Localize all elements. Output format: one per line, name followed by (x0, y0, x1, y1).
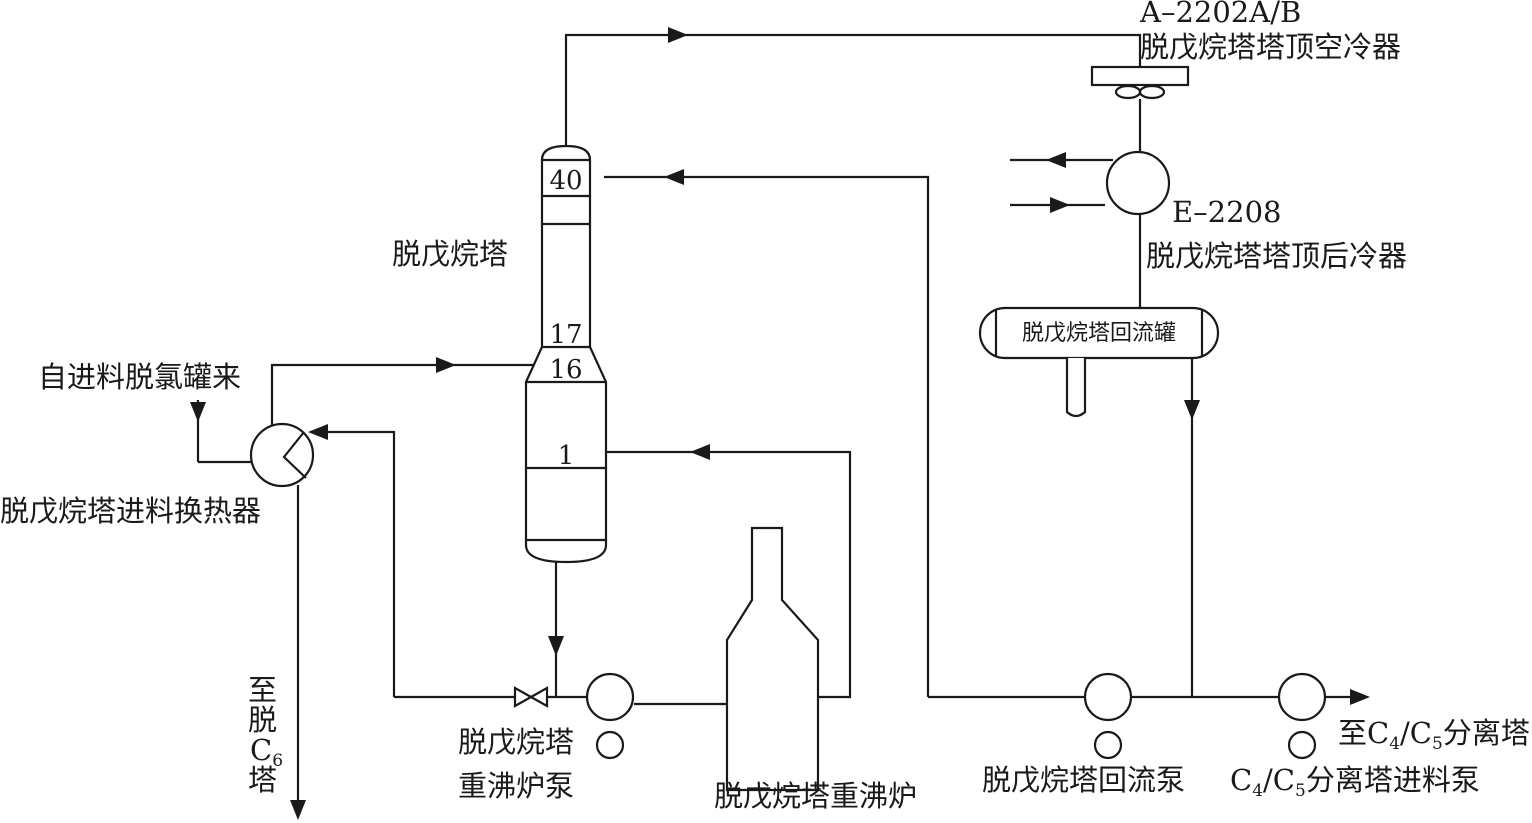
feed-source-label: 自进料脱氯罐来 (38, 360, 241, 394)
after-cooler-tag: E–2208 (1172, 195, 1281, 229)
depentanizer-column (524, 144, 608, 564)
fan-blade-right (1138, 84, 1166, 100)
arrow-bottoms-to-exchanger (308, 424, 328, 440)
air-cooler-body (1090, 65, 1190, 87)
arrow-overhead (668, 27, 688, 43)
after-cooler (1105, 150, 1171, 216)
reflux-pump-motor (1093, 730, 1123, 760)
arrow-drum-outlet (1184, 400, 1200, 420)
arrow-reflux-return (664, 169, 684, 185)
arrow-cw-in (1050, 197, 1070, 213)
tray-17-label: 17 (549, 320, 582, 350)
reflux-pump-body (1083, 672, 1133, 722)
gate-valve (513, 686, 549, 708)
fan-blade-left (1114, 84, 1142, 100)
drum-boot (1065, 358, 1087, 418)
reboiler-pump-body (585, 672, 635, 722)
svg-text:C6: C6 (250, 733, 283, 771)
c4c5-feed-pump (1277, 672, 1327, 760)
arrow-feed-source (190, 402, 206, 422)
exchanger-internal (282, 431, 307, 479)
to-c4c5-splitter-label: 至C4/C5分离塔 (1338, 716, 1530, 754)
c4c5-pump-body (1277, 672, 1327, 722)
arrow-to-c4c5 (1350, 689, 1370, 705)
reboiler-pump-label-1: 脱戊烷塔 (458, 725, 574, 759)
overhead-vapor-line (564, 33, 1142, 147)
air-cooler-name: 脱戊烷塔塔顶空冷器 (1140, 30, 1401, 64)
air-cooler (1090, 65, 1190, 100)
air-cooler-tag: A–2202A/B (1139, 0, 1301, 29)
to-dehexanizer-label: 至 脱 C6 塔 (248, 673, 283, 797)
tray-numbers: 40 17 16 1 (549, 166, 582, 471)
arrow-column-bottoms (548, 636, 564, 656)
after-cooler-name: 脱戊烷塔塔顶后冷器 (1146, 239, 1407, 273)
c4c5-feed-pump-label: C4/C5分离塔进料泵 (1230, 763, 1480, 801)
reboiler-furnace (725, 526, 820, 792)
reboiler-furnace-label: 脱戊烷塔重沸炉 (714, 779, 917, 813)
svg-text:至: 至 (248, 673, 277, 707)
reflux-pump-label: 脱戊烷塔回流泵 (982, 763, 1185, 797)
arrow-furnace-return (690, 444, 710, 460)
column-shell (524, 144, 608, 564)
reflux-return-line (604, 175, 930, 697)
reboiler-pump-motor (595, 730, 625, 760)
svg-text:塔: 塔 (248, 763, 277, 797)
reflux-drum (978, 306, 1220, 418)
feed-to-column-line (270, 363, 542, 432)
svg-text:脱: 脱 (248, 703, 277, 737)
column-label: 脱戊烷塔 (392, 237, 508, 271)
tray-1-label: 1 (558, 441, 575, 471)
arrow-feed-to-column (436, 357, 456, 373)
tray-16-label: 16 (549, 355, 582, 385)
arrow-cw-out (1046, 152, 1066, 168)
c4c5-pump-motor (1287, 730, 1317, 760)
feed-exchanger-label: 脱戊烷塔进料换热器 (0, 494, 261, 528)
feed-exchanger (249, 422, 315, 488)
reflux-drum-body (978, 306, 1220, 360)
arrow-to-dehexanizer (290, 800, 306, 820)
reboiler-pump-label-2: 重沸炉泵 (458, 769, 574, 803)
bottoms-to-exchanger-line (314, 430, 396, 697)
flow-arrows (190, 27, 1370, 820)
tray-40-label: 40 (549, 166, 582, 196)
reflux-pump (1083, 672, 1133, 760)
reboiler-pump (585, 672, 635, 760)
reflux-drum-label: 脱戊烷塔回流罐 (1022, 321, 1176, 346)
furnace-return-line (604, 450, 852, 699)
